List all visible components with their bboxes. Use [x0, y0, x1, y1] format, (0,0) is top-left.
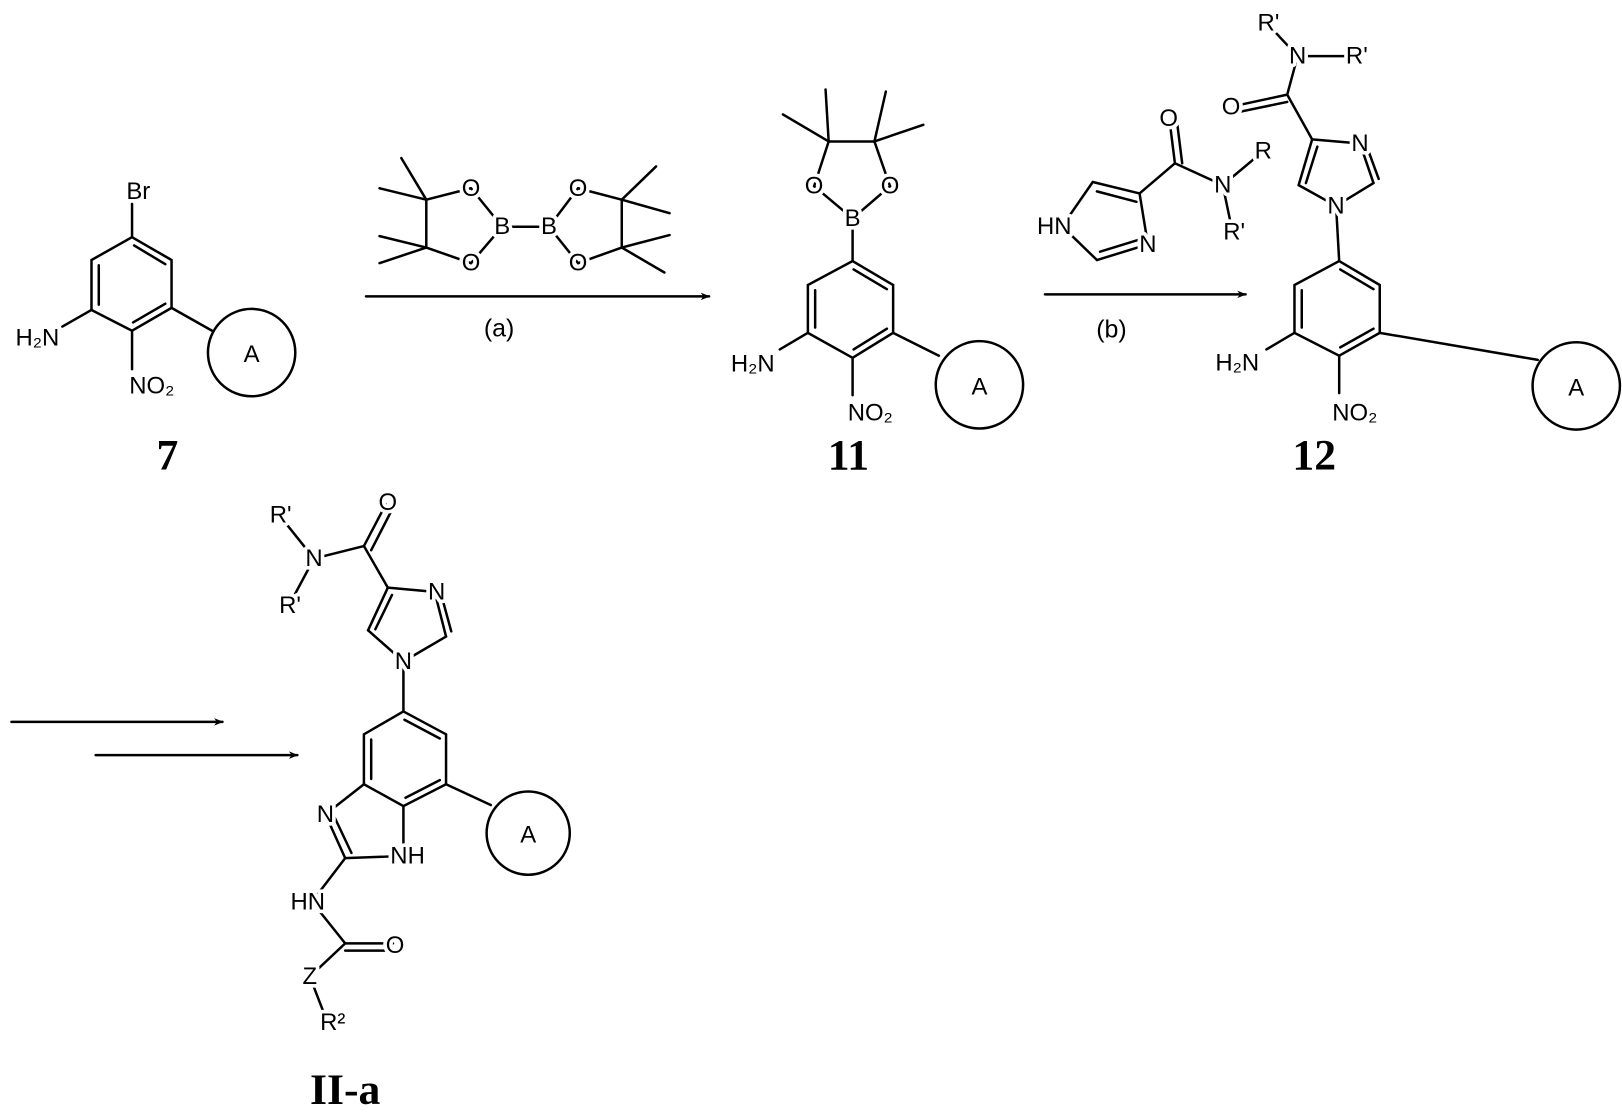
amino-label: H₂N	[16, 325, 60, 352]
oxygen-label: O	[569, 250, 588, 277]
oxygen-label: O	[881, 173, 900, 200]
compound-7: A Br H₂N NO₂ 7	[16, 178, 296, 480]
multistep-arrows	[11, 722, 297, 755]
oxygen-label: O	[1222, 94, 1241, 121]
nitro-label: NO₂	[129, 372, 174, 399]
oxygen-label: O	[805, 173, 824, 200]
r-prime-label: R'	[1223, 218, 1245, 245]
oxygen-label: O	[462, 250, 481, 277]
compound-number: 12	[1292, 432, 1336, 480]
bonds	[62, 204, 212, 369]
bromo-label: Br	[126, 178, 150, 205]
compound-ii-a: R' N R' O N N N NH HN O Z R² A II-a	[270, 489, 570, 1114]
nitro-label: NO₂	[848, 399, 893, 426]
boron-label: B	[541, 213, 557, 240]
oxygen-label: O	[462, 175, 481, 202]
reaction-arrow-a: (a)	[366, 296, 709, 342]
ring-a-label: A	[520, 822, 536, 849]
ring-a-label: A	[244, 341, 260, 368]
compound-11: O O B A H₂N NO₂ 11	[731, 89, 1023, 479]
compound-number: II-a	[310, 1066, 381, 1114]
nitrogen-label: N	[428, 578, 445, 605]
ring-a-label: A	[1568, 374, 1584, 401]
hn-label: HN	[291, 888, 326, 915]
amide-nitrogen-label: N	[1214, 172, 1231, 199]
r-prime-label: R'	[1346, 43, 1368, 70]
reaction-arrow-b: (b)	[1045, 294, 1246, 343]
nitrogen-label: N	[1139, 231, 1156, 258]
reagent-b2pin2: O B O B O O	[380, 158, 670, 277]
boron-label: B	[845, 205, 861, 232]
compound-number: 7	[156, 432, 178, 480]
oxygen-label: O	[569, 175, 588, 202]
amide-nitrogen-label: N	[1289, 43, 1306, 70]
ring-a-label: A	[971, 373, 987, 400]
r-prime-label: R'	[1258, 9, 1280, 36]
bonds	[780, 89, 939, 395]
r-label: R	[1255, 137, 1272, 164]
reagent-imidazole-carboxamide: HN N O N R R'	[1037, 105, 1272, 260]
amide-nitrogen-label: N	[305, 545, 322, 572]
bonds	[1234, 25, 1538, 393]
nitrogen-label: N	[395, 648, 412, 675]
step-a-label: (a)	[484, 315, 514, 343]
oxygen-label: O	[1159, 105, 1178, 132]
boron-label: B	[494, 213, 510, 240]
r2-label: R²	[320, 1009, 345, 1036]
oxygen-label: O	[386, 932, 405, 959]
nitrogen-label: N	[1327, 192, 1344, 219]
oxygen-label: O	[379, 489, 398, 516]
r-prime-label: R'	[270, 501, 292, 528]
compound-number: 11	[828, 432, 869, 480]
nitrogen-label: N	[1351, 130, 1368, 157]
nh-label: HN	[1037, 213, 1072, 240]
step-b-label: (b)	[1096, 316, 1126, 344]
z-label: Z	[303, 963, 318, 990]
compound-12: R' N R' O N N A H₂N NO₂ 12	[1215, 9, 1620, 479]
bonds	[380, 158, 670, 272]
amino-label: H₂N	[731, 351, 775, 378]
amino-label: H₂N	[1215, 349, 1259, 376]
r-prime-label: R'	[279, 592, 301, 619]
nitro-label: NO₂	[1332, 399, 1377, 426]
nitrogen-label: N	[317, 801, 334, 828]
nh-label: NH	[390, 843, 425, 870]
